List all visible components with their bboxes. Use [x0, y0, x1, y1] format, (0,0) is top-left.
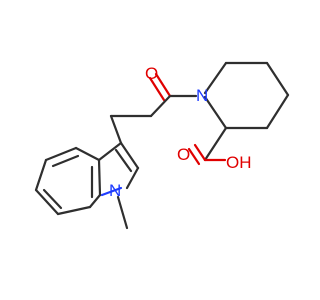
bond-n-methyl	[116, 195, 129, 230]
bond-piperidine-3	[265, 61, 290, 97]
molecule-canvas: O N O OH N	[34, 61, 290, 230]
bond-pyrrole-1	[97, 141, 123, 162]
chemical-structure: O N O OH N	[34, 61, 290, 230]
bond-pyrrole-4	[100, 186, 123, 197]
ring-nitrogen-label: N	[196, 86, 208, 105]
acid-oxygen-double-label: O	[177, 145, 190, 164]
bond-amide-co-1	[154, 72, 172, 98]
bond-benzene-1	[74, 146, 101, 162]
bond-piperidine-4	[265, 93, 290, 130]
bond-benzene-3	[34, 158, 48, 192]
bond-benzene-double-1	[51, 154, 80, 168]
bond-benzene-4	[34, 188, 60, 216]
bond-acid-c	[203, 126, 228, 162]
carbonyl-oxygen-label: O	[145, 64, 158, 83]
indole-nitrogen-label: N	[109, 181, 121, 200]
bond-chain-3	[109, 114, 123, 145]
bond-chain-1	[149, 94, 172, 118]
bond-pyrrole-2-double	[114, 148, 133, 173]
bond-acid-co-1	[193, 143, 207, 162]
bond-pyrrole-2	[119, 141, 140, 170]
bond-benzene-6	[88, 193, 102, 209]
bond-piperidine-6	[203, 95, 228, 130]
acid-hydroxyl-label: OH	[226, 153, 252, 172]
bond-benzene-5	[56, 205, 92, 216]
bond-pyrrole-3	[125, 166, 140, 190]
bond-amide-co-2	[148, 76, 166, 102]
bond-acid-co-2	[187, 147, 201, 166]
bond-piperidine-1	[203, 61, 228, 95]
bond-benzene-double-2	[42, 188, 63, 210]
bond-pyrrole-5	[97, 158, 102, 197]
bond-benzene-2	[44, 146, 78, 162]
